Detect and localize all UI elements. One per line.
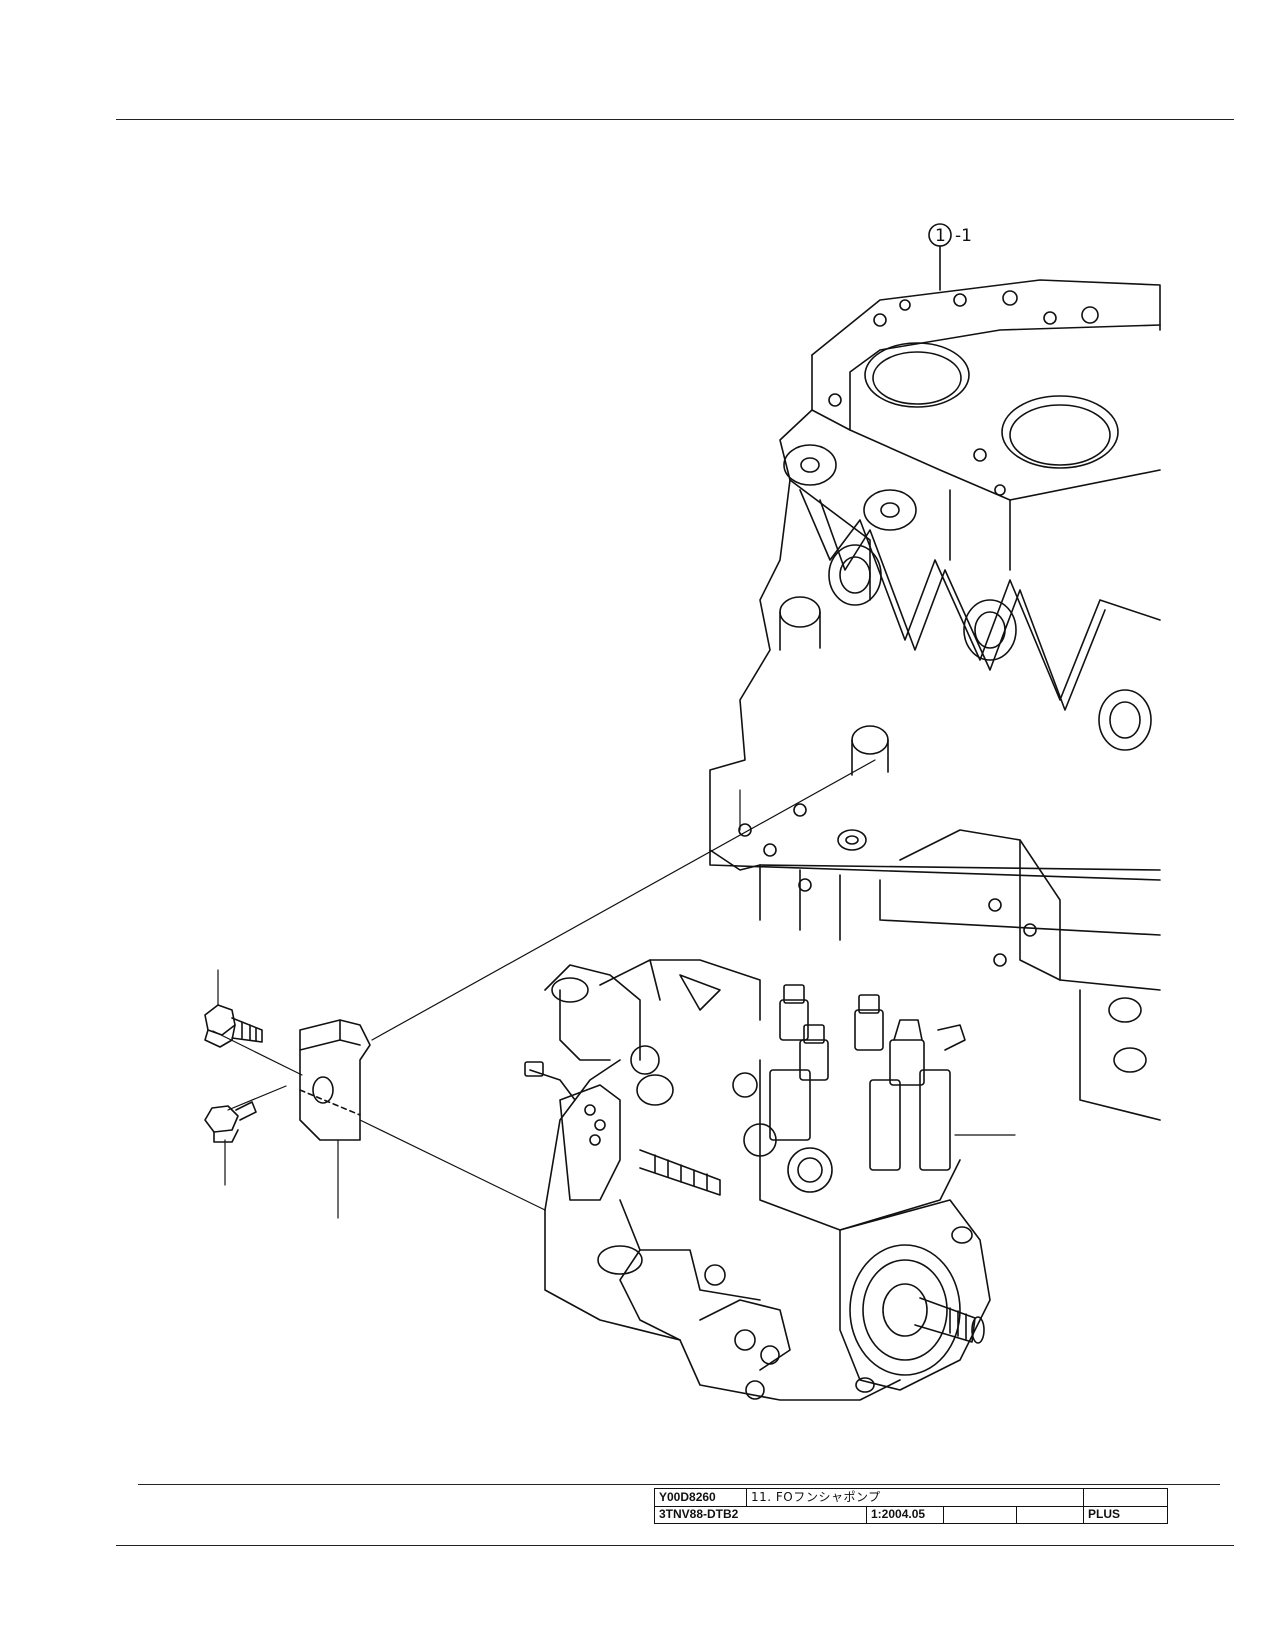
flange-bolt-upper [204,1004,263,1048]
drawing-title: 11. FOフンシャポンプ [746,1489,1083,1506]
top-rule [116,119,1234,120]
callout-suffix: -1 [955,226,972,246]
title-block-row-2: 3TNV88-DTB2 1:2004.05 PLUS [655,1506,1167,1523]
cylinder-block [709,279,1161,1121]
drawing-number: Y00D8260 [659,1490,716,1504]
callout-number: 1 [935,226,946,246]
part-callout-1: 1 -1 [928,223,972,291]
engine-model: 3TNV88-DTB2 [659,1507,739,1521]
title-block-blank-top [1083,1489,1167,1506]
title-block-blank-2 [1016,1506,1083,1523]
footer-rule-lower [116,1545,1234,1546]
title-block-row-1: Y00D8260 11. FOフンシャポンプ [655,1489,1167,1507]
leader-lines [212,759,1016,1219]
flange-bolt-lower [204,1101,257,1143]
fuel-injection-pump [524,959,991,1401]
plus-label: PLUS [1083,1506,1167,1523]
pump-bracket [299,1019,371,1141]
scale-date: 1:2004.05 [866,1506,943,1523]
footer-rule-upper [138,1484,1220,1485]
title-block-blank-1 [943,1506,1016,1523]
title-block: Y00D8260 11. FOフンシャポンプ 3TNV88-DTB2 1:200… [654,1488,1168,1524]
